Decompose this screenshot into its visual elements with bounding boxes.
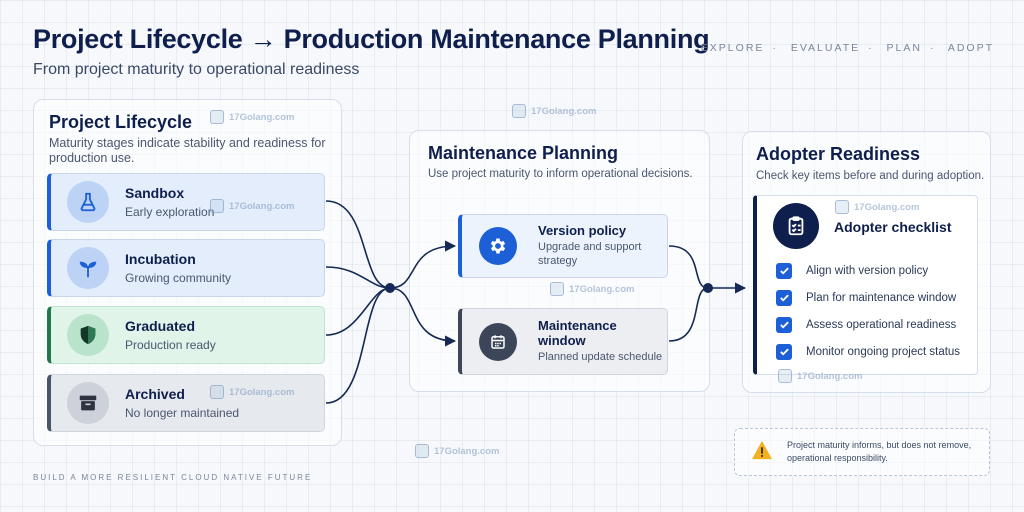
checklist-title: Adopter checklist bbox=[834, 219, 952, 235]
checklist-item-label: Monitor ongoing project status bbox=[806, 345, 961, 358]
adopter-title: Adopter Readiness bbox=[756, 144, 921, 164]
checkbox-checked-icon bbox=[776, 343, 792, 360]
calendar-icon bbox=[479, 322, 517, 361]
lifecycle-title: Project Lifecycle bbox=[49, 112, 193, 132]
maintenance-description: Use project maturity to inform operation… bbox=[428, 168, 693, 180]
watermark-logo-icon bbox=[835, 200, 849, 214]
checklist-item[interactable]: Monitor ongoing project status bbox=[776, 338, 960, 365]
watermark: 17Golang.com bbox=[512, 104, 596, 118]
page-title: Project Lifecycle → Production Maintenan… bbox=[33, 24, 710, 54]
step-sequence: EXPLORE· EVALUATE· PLAN· ADOPT bbox=[700, 42, 994, 54]
watermark: 17Golang.com bbox=[210, 110, 294, 124]
checkbox-checked-icon bbox=[776, 316, 792, 333]
stage-subtitle: No longer maintained bbox=[125, 406, 240, 420]
stage-incubation[interactable]: Incubation Growing community bbox=[47, 239, 325, 297]
stage-subtitle: Production ready bbox=[125, 338, 216, 352]
step-plan: PLAN bbox=[886, 42, 922, 54]
watermark-logo-icon bbox=[512, 104, 526, 118]
watermark: 17Golang.com bbox=[210, 199, 294, 213]
junction-node-right bbox=[703, 283, 713, 293]
page-subtitle: From project maturity to operational rea… bbox=[33, 61, 360, 78]
step-adopt: ADOPT bbox=[947, 42, 994, 54]
watermark: 17Golang.com bbox=[835, 200, 919, 214]
step-evaluate: EVALUATE bbox=[790, 42, 861, 54]
warning-icon bbox=[751, 440, 773, 465]
checklist-item[interactable]: Assess operational readiness bbox=[776, 311, 960, 338]
version-policy-name: Version policy bbox=[538, 223, 627, 239]
stage-name: Graduated bbox=[125, 318, 196, 334]
maintenance-window-subtitle: Planned update schedule bbox=[538, 351, 663, 364]
connector-sandbox bbox=[325, 200, 391, 289]
checkbox-checked-icon bbox=[776, 289, 792, 306]
shield-icon bbox=[67, 314, 109, 356]
stage-subtitle: Early exploration bbox=[125, 205, 215, 219]
stage-name: Archived bbox=[125, 386, 185, 402]
stage-graduated[interactable]: Graduated Production ready bbox=[47, 306, 325, 364]
watermark-logo-icon bbox=[210, 110, 224, 124]
connector-from-maintenance-window bbox=[668, 287, 709, 342]
stage-sandbox[interactable]: Sandbox Early exploration bbox=[47, 173, 325, 231]
step-explore: EXPLORE bbox=[700, 42, 765, 54]
maintenance-title: Maintenance Planning bbox=[428, 143, 619, 163]
stage-archived[interactable]: Archived No longer maintained bbox=[47, 374, 325, 432]
connector-graduated bbox=[325, 287, 391, 336]
watermark-logo-icon bbox=[210, 385, 224, 399]
connector-to-version-policy bbox=[389, 240, 457, 289]
stage-name: Incubation bbox=[125, 251, 196, 267]
checklist-item-label: Assess operational readiness bbox=[806, 318, 957, 331]
checklist: Align with version policy Plan for maint… bbox=[776, 257, 960, 365]
connector-incubation bbox=[325, 266, 391, 289]
sprout-icon bbox=[67, 247, 109, 289]
checklist-item[interactable]: Align with version policy bbox=[776, 257, 960, 284]
checkbox-checked-icon bbox=[776, 262, 792, 279]
watermark: 17Golang.com bbox=[210, 385, 294, 399]
responsibility-note: Project maturity informs, but does not r… bbox=[734, 428, 990, 476]
version-policy-card[interactable]: Version policy Upgrade and support strat… bbox=[458, 214, 668, 278]
watermark: 17Golang.com bbox=[415, 444, 499, 458]
gear-icon bbox=[479, 227, 517, 265]
connector-archived bbox=[325, 287, 391, 404]
flask-icon bbox=[67, 181, 109, 223]
connector-from-version-policy bbox=[668, 245, 709, 289]
version-policy-subtitle: Upgrade and support strategy bbox=[538, 241, 642, 267]
maintenance-window-name: Maintenance window bbox=[538, 318, 617, 349]
checklist-item-label: Align with version policy bbox=[806, 264, 929, 277]
archive-box-icon bbox=[67, 382, 109, 424]
watermark: 17Golang.com bbox=[550, 282, 634, 296]
watermark: 17Golang.com bbox=[778, 369, 862, 383]
watermark-logo-icon bbox=[415, 444, 429, 458]
note-text: Project maturity informs, but does not r… bbox=[787, 440, 972, 463]
stage-name: Sandbox bbox=[125, 185, 185, 201]
junction-node-left bbox=[385, 283, 395, 293]
clipboard-icon bbox=[773, 203, 819, 249]
checklist-item-label: Plan for maintenance window bbox=[806, 291, 957, 304]
checklist-item[interactable]: Plan for maintenance window bbox=[776, 284, 960, 311]
watermark-logo-icon bbox=[778, 369, 792, 383]
footer-tagline: BUILD A MORE RESILIENT CLOUD NATIVE FUTU… bbox=[33, 473, 313, 482]
watermark-logo-icon bbox=[210, 199, 224, 213]
stage-subtitle: Growing community bbox=[125, 271, 232, 285]
maintenance-window-card[interactable]: Maintenance window Planned update schedu… bbox=[458, 308, 668, 375]
connector-to-maintenance-window bbox=[389, 287, 457, 347]
lifecycle-description: Maturity stages indicate stability and r… bbox=[49, 136, 326, 165]
watermark-logo-icon bbox=[550, 282, 564, 296]
adopter-description: Check key items before and during adopti… bbox=[756, 170, 985, 182]
